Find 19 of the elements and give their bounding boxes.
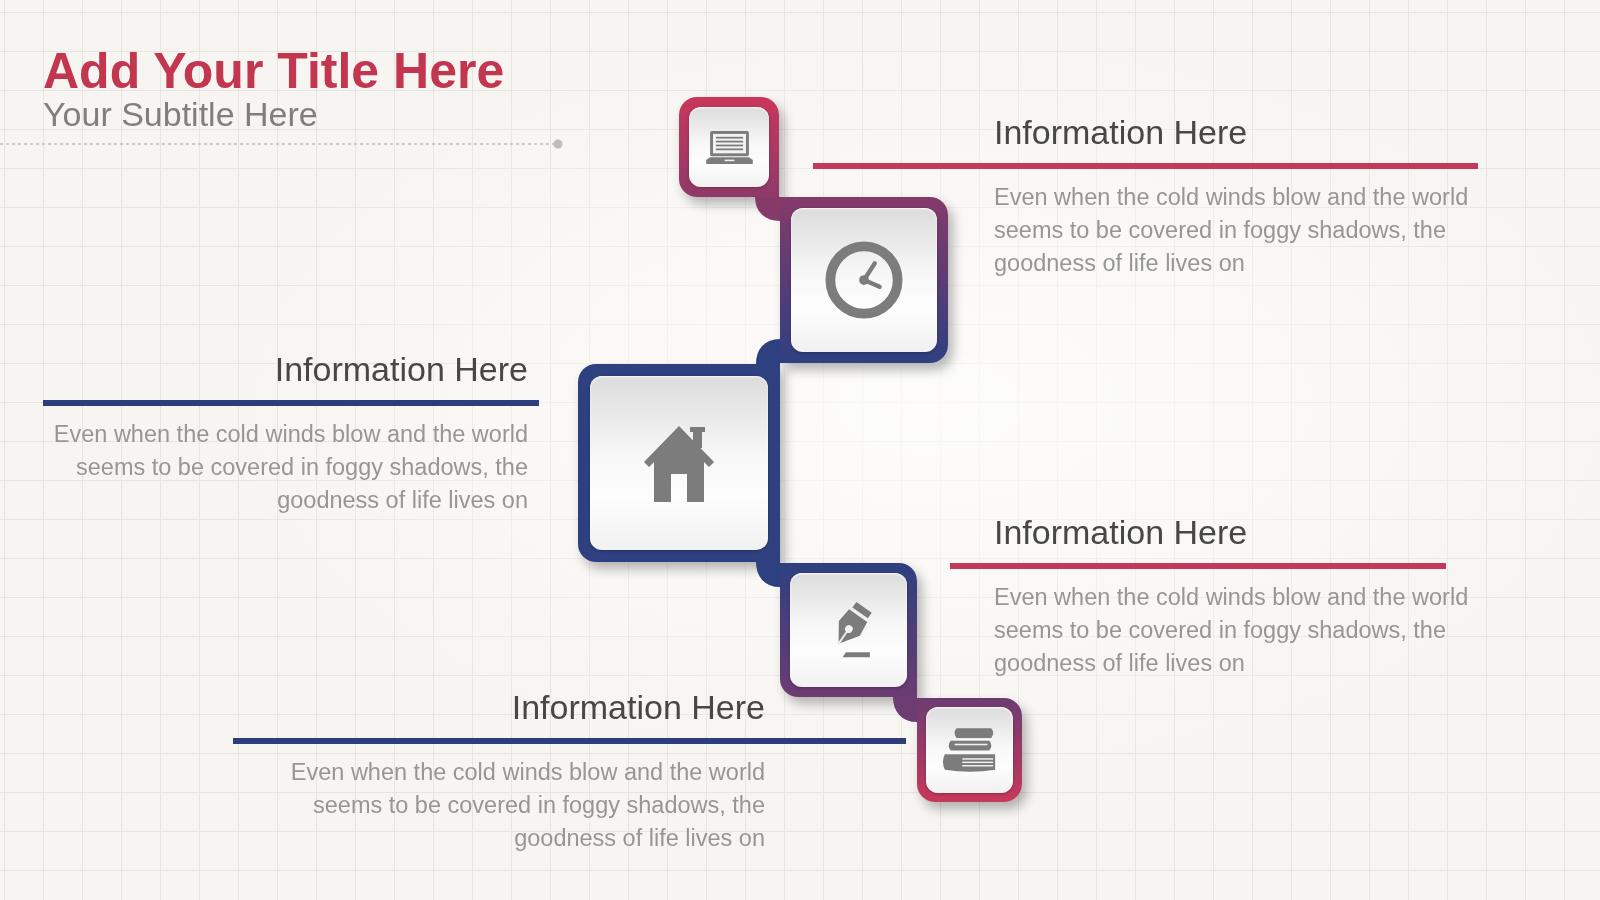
section-heading: Information Here: [994, 113, 1248, 153]
body-text: Even when the cold winds blow and the world seems to be covered in foggy shadows, the goodness of life lives on: [994, 182, 1470, 279]
icon-tile: [917, 698, 1022, 802]
subtitle: Your Subtitle Here: [43, 97, 318, 131]
section-heading: Information Here: [994, 513, 1248, 553]
body-text: Even when the cold winds blow and the world seems to be covered in foggy shadows, the goodness of life lives on: [52, 419, 528, 516]
connector-band: [755, 196, 781, 221]
title: Add Your Title Here: [43, 46, 505, 96]
body-text: Even when the cold winds blow and the world seems to be covered in foggy shadows, the goodness of life lives on: [289, 757, 765, 854]
icon-tile: [780, 197, 948, 363]
connector-band: [893, 696, 918, 722]
connector-band: [756, 561, 781, 587]
icon-tile: [679, 97, 779, 197]
section-heading: Information Here: [511, 688, 765, 728]
section-heading: Information Here: [274, 350, 528, 390]
body-text: Even when the cold winds blow and the world seems to be covered in foggy shadows, the goodness of life lives on: [994, 582, 1470, 679]
icon-tile: [780, 563, 917, 697]
icon-tile: [578, 364, 780, 562]
connector-band: [756, 339, 781, 365]
